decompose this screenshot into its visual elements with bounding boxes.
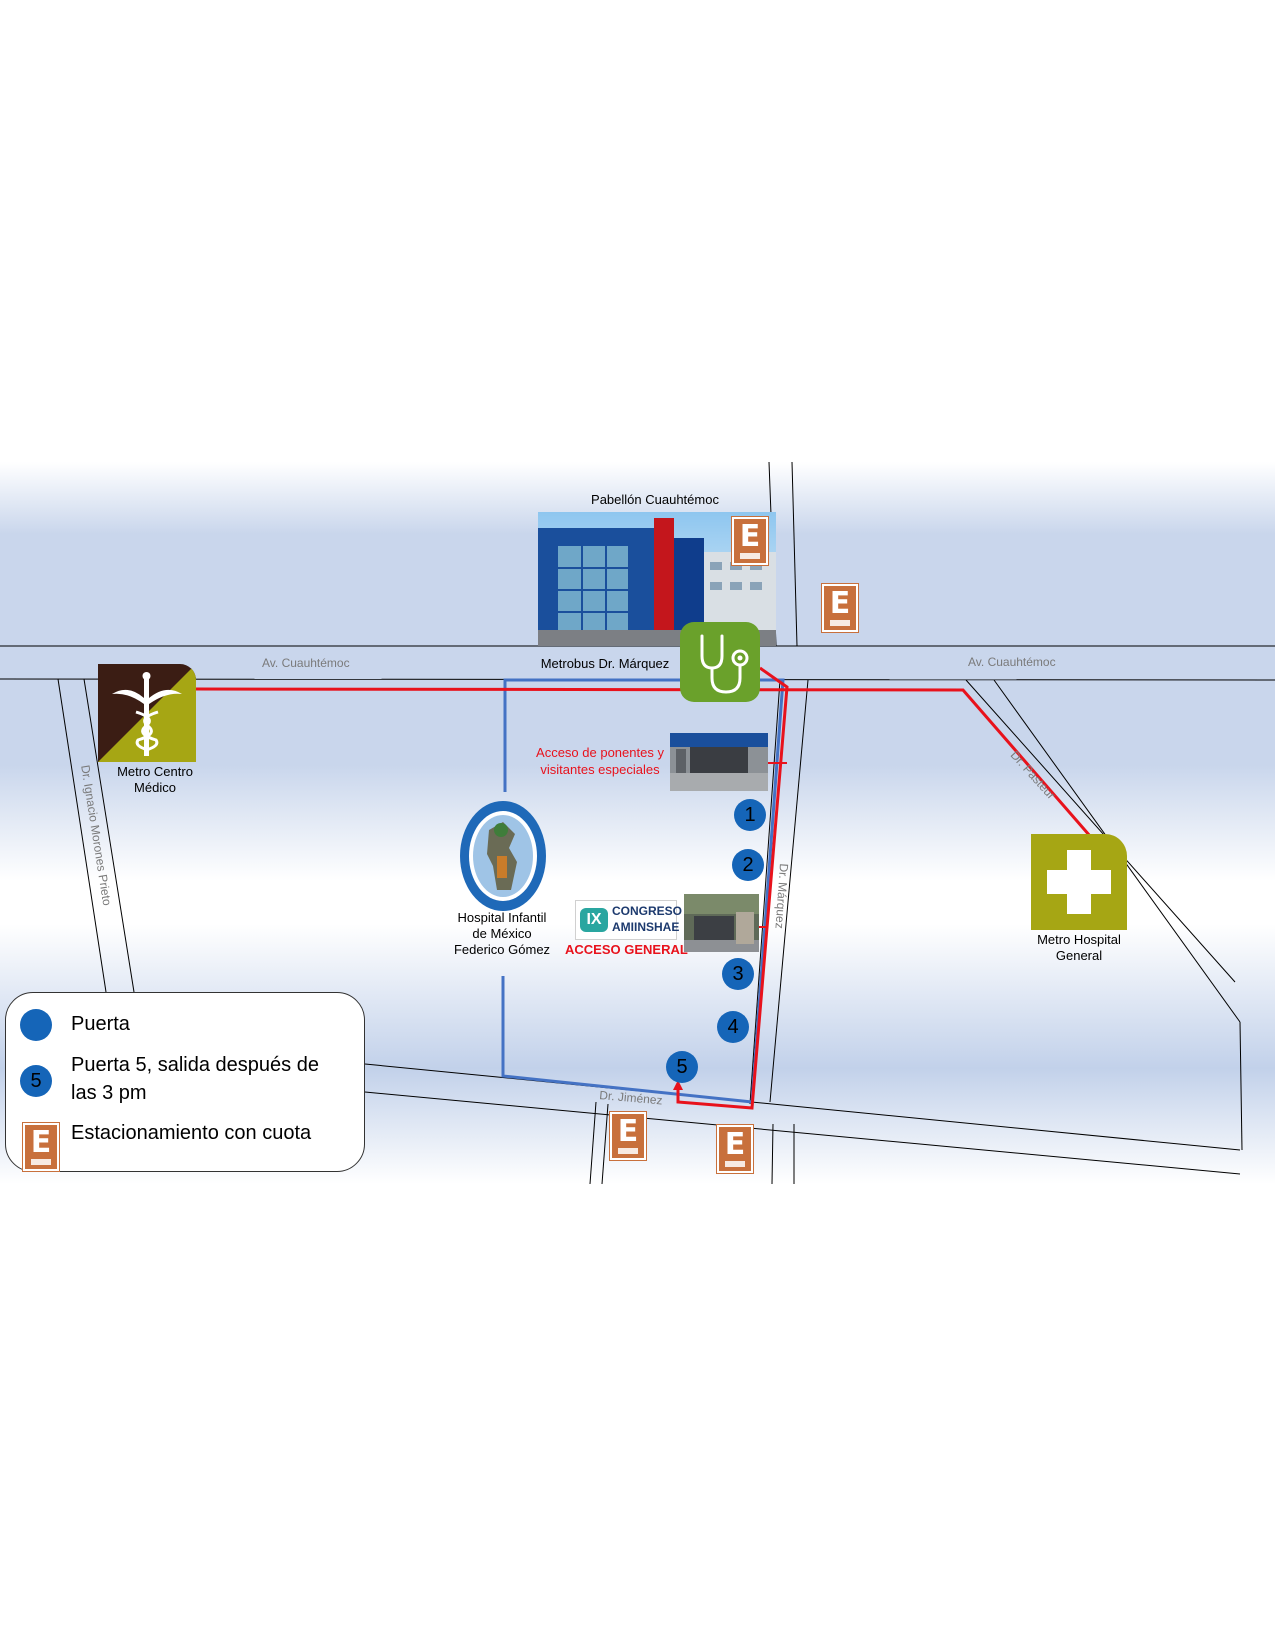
dr-marquez-west	[749, 679, 781, 1105]
access-special-label: Acceso de ponentes y visitantes especial…	[525, 744, 675, 778]
parking-subtext	[830, 620, 850, 626]
hospital-name: Hospital Infantil de México Federico Góm…	[446, 910, 558, 958]
street-av-cuauhtemoc-left: Av. Cuauhtémoc	[262, 656, 350, 670]
dr-jimenez-north-edge	[364, 1063, 1241, 1151]
street-map	[0, 462, 1275, 1184]
gate-1: 1	[734, 799, 766, 831]
side-street-west	[589, 1101, 597, 1184]
parking-subtext	[725, 1161, 745, 1167]
street-av-cuauhtemoc-right: Av. Cuauhtémoc	[968, 655, 1056, 669]
dr-marquez-east-top	[791, 462, 798, 647]
parking-subtext	[31, 1159, 51, 1165]
access-general-label: ACCESO GENERAL	[565, 942, 688, 957]
parking-letter: E	[724, 1127, 746, 1162]
side-street-east	[601, 1103, 609, 1184]
parking-letter: E	[30, 1125, 52, 1160]
metrobus-label: Metrobus Dr. Márquez	[540, 656, 670, 671]
legend: Puerta 5 Puerta 5, salida después de las…	[5, 992, 365, 1172]
dr-ignacio-west-edge	[57, 678, 107, 993]
access-general-photo	[684, 894, 759, 952]
gate-2: 2	[732, 849, 764, 881]
parking-sign-south-west: E	[610, 1112, 646, 1160]
legend-gate-icon	[20, 1009, 52, 1041]
dr-pasteur-west	[965, 679, 1236, 983]
metro-centro-medico-label: Metro Centro Médico	[100, 764, 210, 796]
congreso-line1: CONGRESO	[612, 904, 683, 918]
dr-jimenez-south-edge	[364, 1091, 1241, 1175]
metro-centro-medico-icon	[98, 664, 196, 762]
access-special-text: Acceso de ponentes y visitantes especial…	[536, 745, 664, 777]
gate-3: 3	[722, 958, 754, 990]
access-special-photo	[670, 733, 768, 791]
metro-hospital-general-label: Metro Hospital General	[1018, 932, 1140, 964]
dr-ignacio-east-edge	[83, 678, 135, 993]
parking-sign-pabellon: E	[732, 517, 768, 565]
parking-letter: E	[617, 1114, 639, 1149]
parking-sign-south-east: E	[717, 1125, 753, 1173]
pabellon-title: Pabellón Cuauhtémoc	[591, 492, 719, 507]
legend-parking-icon: E	[23, 1123, 59, 1171]
congreso-logo: IX CONGRESO AMIINSHAE	[575, 900, 682, 940]
stethoscope-icon	[700, 634, 749, 694]
route-main	[194, 687, 1092, 837]
route-marquez	[676, 666, 789, 1110]
route-arrow-gate5	[673, 1080, 683, 1090]
parking-letter: E	[739, 519, 761, 554]
gate-4: 4	[717, 1011, 749, 1043]
legend-puerta: Puerta	[71, 1013, 130, 1035]
parking-subtext	[618, 1148, 638, 1154]
legend-puerta5: Puerta 5, salida después de las 3 pm	[71, 1054, 319, 1104]
legend-estacionamiento: Estacionamiento con cuota	[71, 1122, 312, 1144]
hospital-perimeter	[501, 678, 785, 1104]
metrobus-icon	[680, 622, 760, 702]
metro-hospital-general-icon	[1031, 834, 1127, 930]
parking-letter: E	[829, 586, 851, 621]
congreso-number: IX	[580, 908, 608, 932]
dr-marquez-east	[769, 679, 809, 1103]
parking-subtext	[740, 553, 760, 559]
east-boundary	[1239, 1021, 1243, 1151]
hospital-logo	[459, 800, 547, 912]
congreso-line2: AMIINSHAE	[612, 920, 680, 934]
hospital-name-text: Hospital Infantil de México Federico Góm…	[453, 910, 551, 957]
parking-sign-north-east: E	[822, 584, 858, 632]
dr-marquez-west-bottom	[771, 1123, 774, 1184]
metro-hospital-general-text: Metro Hospital General	[1037, 932, 1121, 963]
gate-5: 5	[666, 1051, 698, 1083]
metro-centro-medico-text: Metro Centro Médico	[117, 764, 193, 795]
cross-icon	[1047, 850, 1111, 914]
legend-gate5-icon: 5	[20, 1065, 52, 1097]
